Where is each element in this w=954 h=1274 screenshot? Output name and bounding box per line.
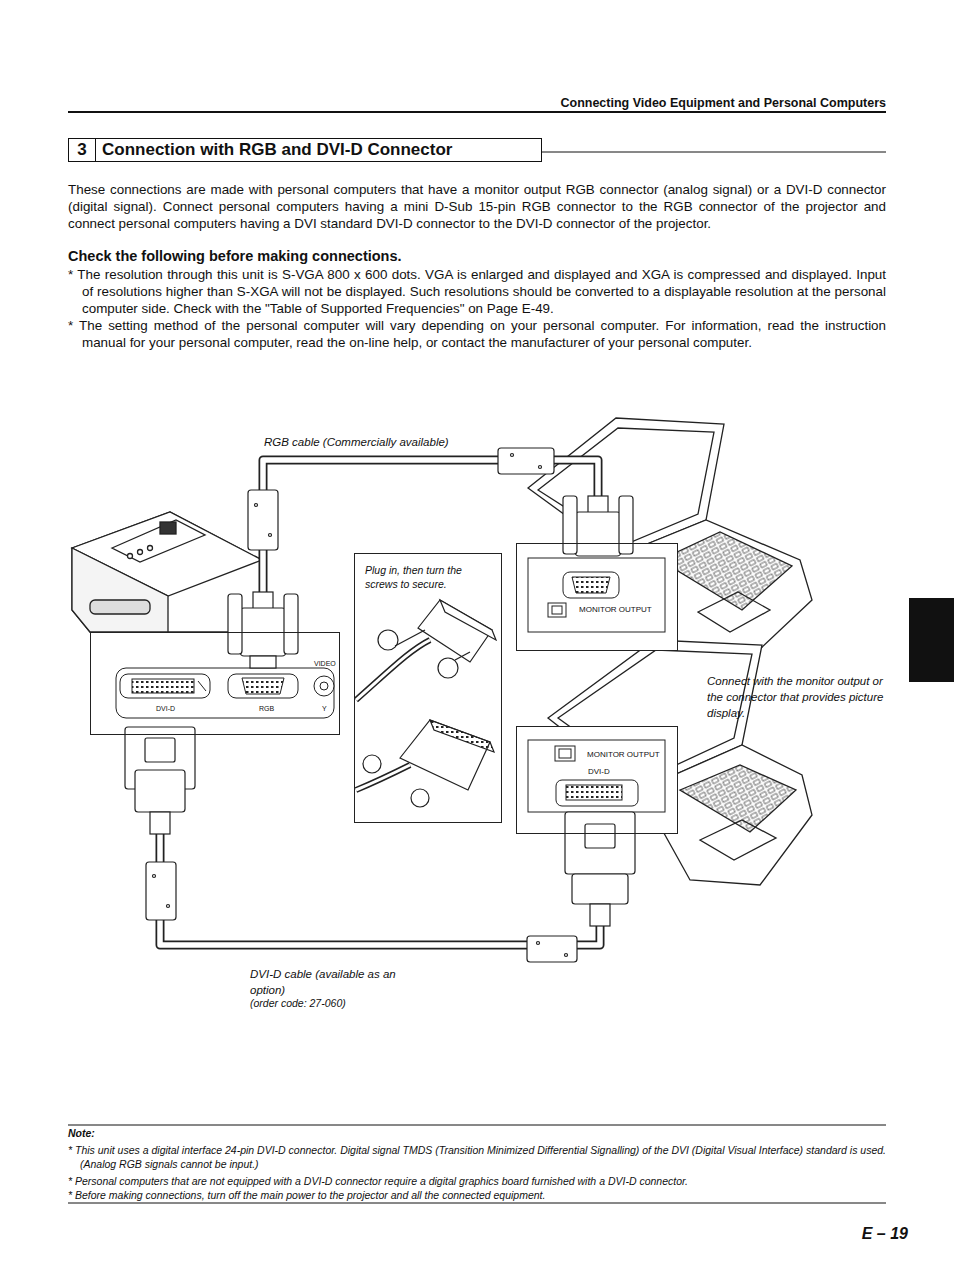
- connector-panel: DVI-D RGB VIDEO Y: [90, 632, 340, 735]
- node-text: VIDEO: [314, 660, 336, 667]
- cable-stroke: [160, 735, 600, 945]
- video-jack: [314, 676, 334, 696]
- dvi-port: [120, 674, 210, 698]
- cable: [263, 460, 598, 632]
- page-rules: [68, 111, 954, 1203]
- cable-label: DVI-D cable (available as an option): [250, 966, 410, 998]
- note-item: * The setting method of the personal com…: [68, 317, 886, 351]
- cable-stroke: [160, 735, 600, 945]
- section-title: Connection with RGB and DVI-D Connector: [96, 138, 542, 162]
- node-text: DVI-D: [588, 767, 610, 776]
- note-item: * The resolution through this unit is S-…: [68, 266, 886, 317]
- callout-box: Plug in, then turn the screws to secure.: [354, 553, 502, 823]
- note-item: * Before making connections, turn off th…: [68, 1188, 886, 1202]
- node-text: RGB: [259, 705, 274, 712]
- node-text: DVI-D: [156, 705, 175, 712]
- node-text: MONITOR OUTPUT: [579, 605, 652, 614]
- port-box: MONITOR OUTPUT DVI-D: [516, 726, 678, 834]
- body-text: These connections are made with personal…: [68, 181, 886, 232]
- node-text: Y: [322, 705, 327, 712]
- cable: [160, 735, 600, 945]
- cable-plugs: [125, 448, 635, 962]
- section-number: 3: [68, 138, 96, 162]
- note-heading: Note:: [68, 1127, 95, 1139]
- note-item: * Personal computers that are not equipp…: [68, 1174, 886, 1188]
- cable-label: RGB cable (Commercially available): [264, 436, 449, 448]
- node-text: Plug in, then turn the screws to secure.: [365, 563, 493, 591]
- note-item: * This unit uses a digital interface 24-…: [68, 1143, 886, 1171]
- port-box: MONITOR OUTPUT: [516, 543, 678, 651]
- node-text: MONITOR OUTPUT: [587, 750, 660, 759]
- vga-port: [228, 674, 298, 698]
- callout-text: Connect with the monitor output or the c…: [707, 673, 889, 721]
- cable-stroke: [263, 460, 598, 632]
- order-code: (order code: 27-060): [250, 997, 346, 1009]
- subheading: Check the following before making connec…: [68, 248, 402, 264]
- page-number: E – 19: [862, 1225, 908, 1243]
- running-header: Connecting Video Equipment and Personal …: [560, 96, 886, 110]
- plug-sketch: [356, 600, 496, 807]
- cable-stroke: [263, 460, 598, 632]
